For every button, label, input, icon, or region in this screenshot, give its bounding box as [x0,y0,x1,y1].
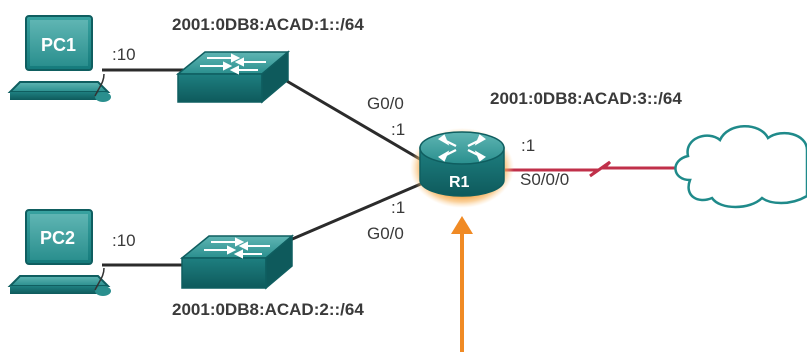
internet-cloud-icon [674,125,807,209]
pc1-label: PC1 [41,35,77,55]
network-wan-label: 2001:0DB8:ACAD:3::/64 [490,89,682,108]
serial-link [505,160,685,178]
s000-host-id: :1 [521,136,536,155]
link-switch2-router [289,178,431,242]
switch1-icon [175,50,291,104]
pc2-label: PC2 [40,228,76,248]
pc2-host-id: :10 [112,231,136,250]
highlight-arrow [451,216,473,352]
network-lan1-label: 2001:0DB8:ACAD:1::/64 [172,15,364,34]
g00-bottom-name: G0/0 [367,224,404,243]
router-label: R1 [449,174,470,191]
s000-name: S0/0/0 [520,170,570,189]
switch2-icon [179,234,295,290]
router-r1-icon [410,128,514,208]
pc1-host-id: :10 [112,45,136,64]
g00-bottom-host-id: :1 [391,198,406,217]
network-lan2-label: 2001:0DB8:ACAD:2::/64 [172,300,364,319]
pc1-icon [7,15,111,102]
link-switch1-router [284,78,431,167]
pc2-icon [7,209,111,296]
g00-top-name: G0/0 [367,94,404,113]
g00-top-host-id: :1 [391,120,406,139]
